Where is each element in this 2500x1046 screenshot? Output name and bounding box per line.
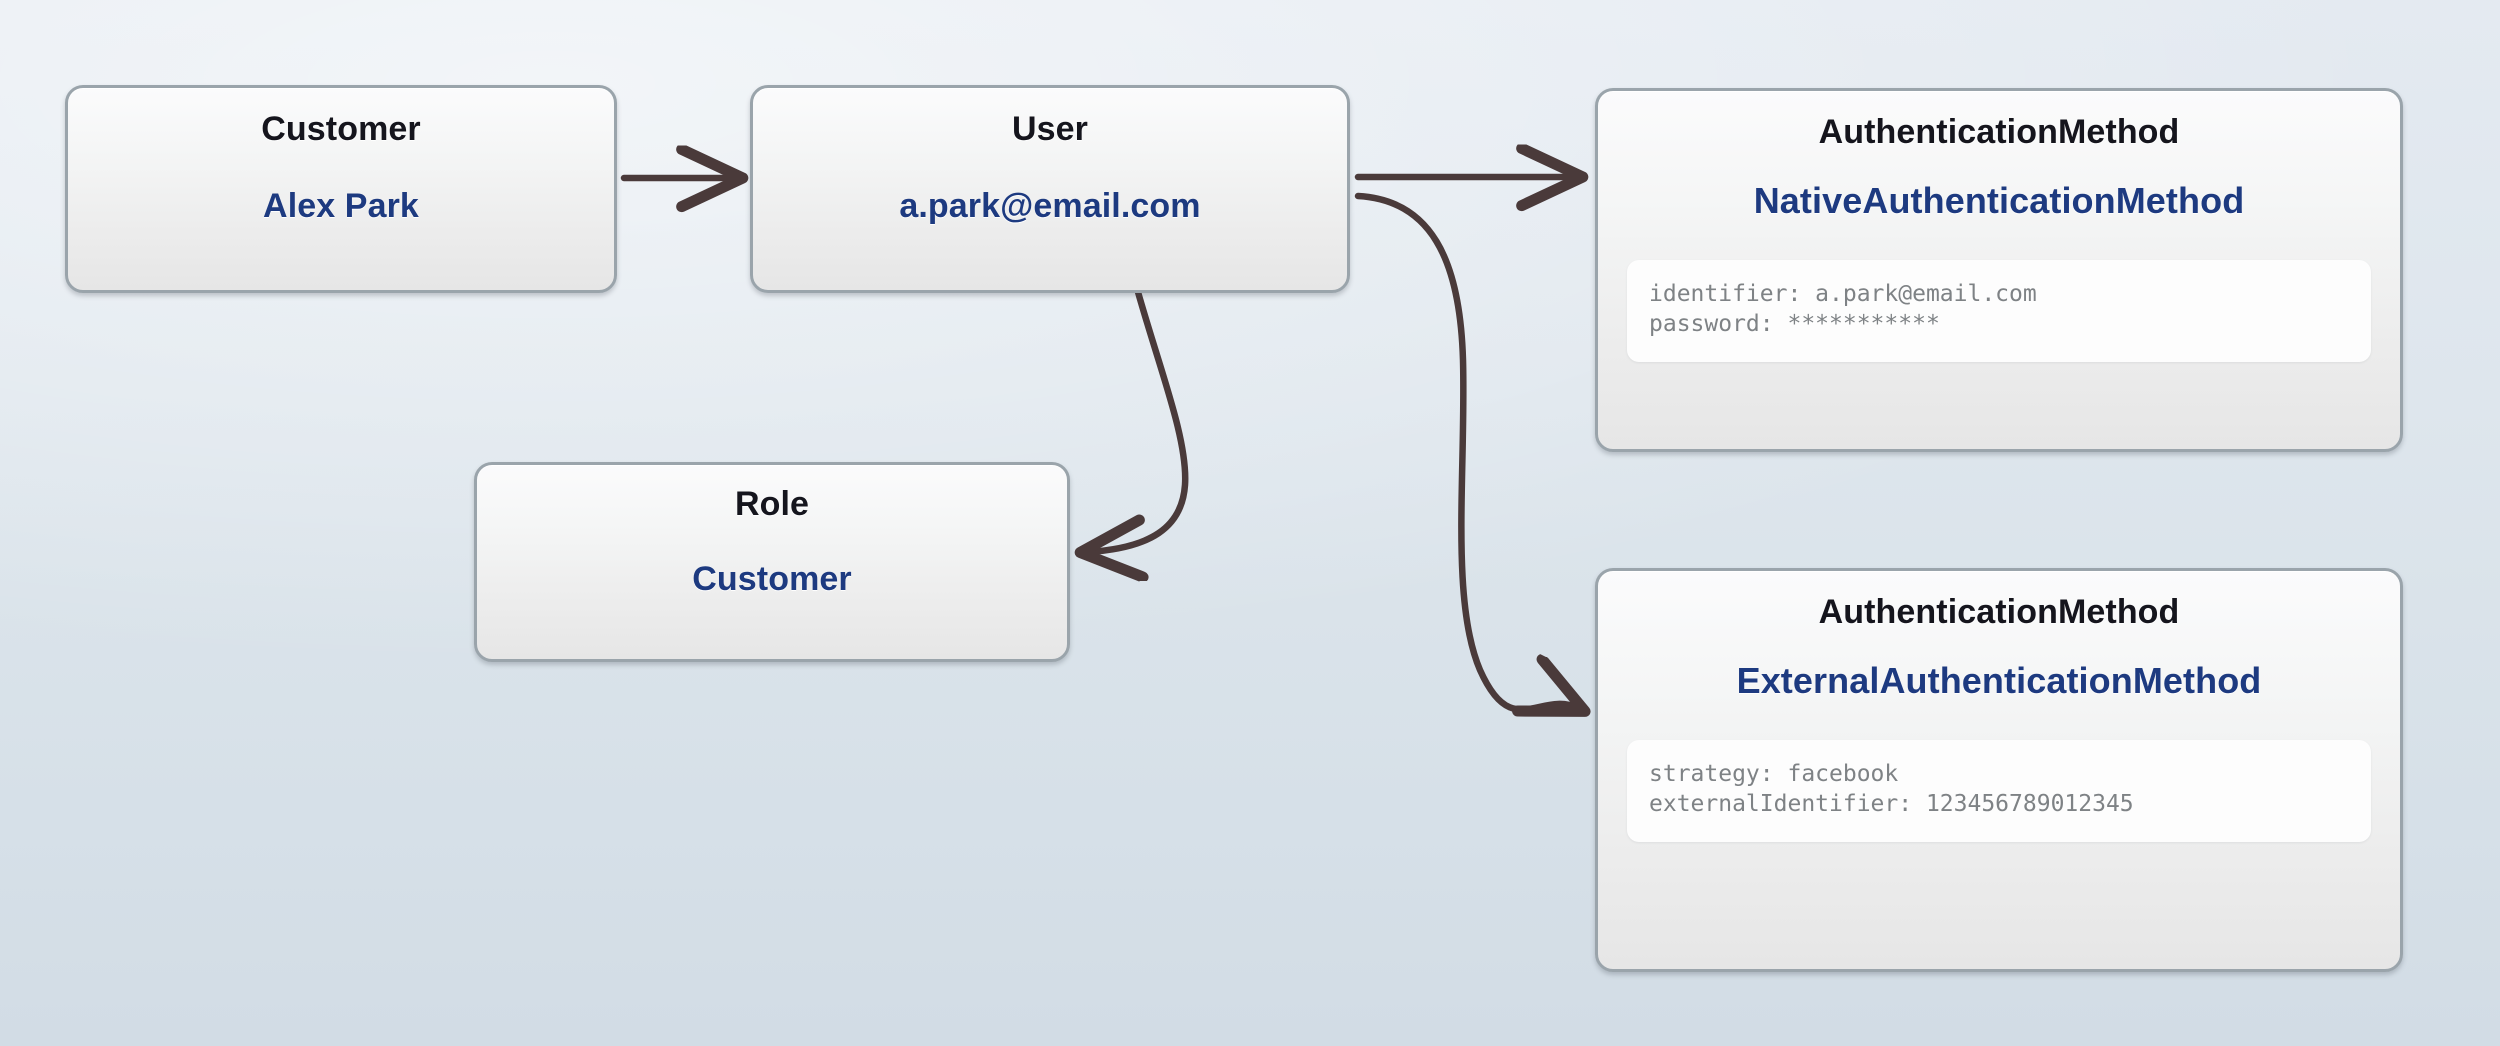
attribute-panel: identifier: a.park@email.com password: *…	[1627, 260, 2371, 362]
entity-type-label: AuthenticationMethod	[1818, 593, 2180, 631]
attribute-panel: strategy: facebook externalIdentifier: 1…	[1627, 740, 2371, 842]
entity-name-label: NativeAuthenticationMethod	[1753, 180, 2245, 221]
entity-name-label: a.park@email.com	[899, 187, 1201, 225]
entity-name-label: Customer	[692, 560, 852, 598]
entity-type-label: User	[1011, 110, 1088, 148]
attribute-line: strategy: facebook	[1649, 761, 1899, 787]
entity-name-label: Alex Park	[263, 187, 419, 225]
entity-name-label: ExternalAuthenticationMethod	[1736, 660, 2262, 701]
entity-node-user[interactable]: User a.park@email.com	[750, 85, 1350, 293]
entity-node-customer[interactable]: Customer Alex Park	[65, 85, 617, 293]
attribute-line: password: ***********	[1649, 310, 1940, 337]
attribute-line: identifier: a.park@email.com	[1649, 281, 2037, 307]
entity-type-label: Role	[734, 485, 810, 523]
edge-user-to-role	[1088, 288, 1189, 552]
entity-node-role[interactable]: Role Customer	[474, 462, 1070, 662]
entity-type-label: AuthenticationMethod	[1818, 113, 2180, 151]
entity-node-native-authentication-method[interactable]: AuthenticationMethod NativeAuthenticatio…	[1595, 88, 2403, 452]
entity-type-label: Customer	[261, 110, 421, 148]
edge-user-to-external-auth	[1354, 192, 1578, 710]
entity-node-external-authentication-method[interactable]: AuthenticationMethod ExternalAuthenticat…	[1595, 568, 2403, 972]
attribute-line: externalIdentifier: 123456789012345	[1649, 790, 2134, 817]
